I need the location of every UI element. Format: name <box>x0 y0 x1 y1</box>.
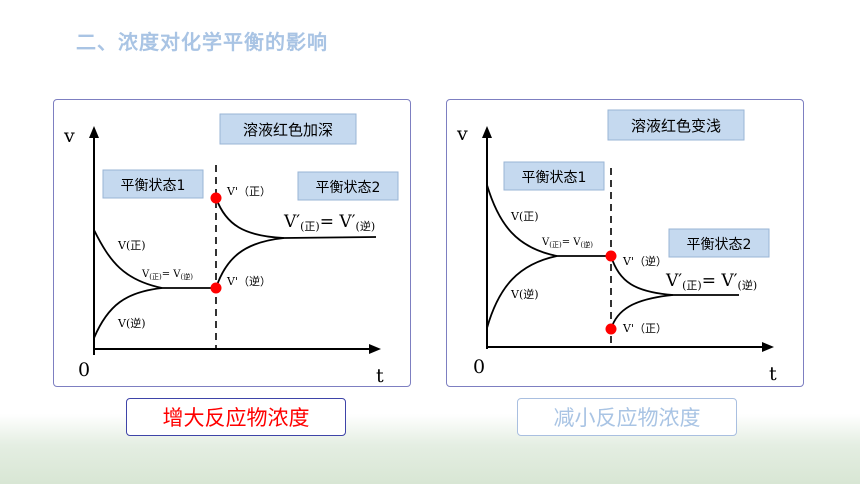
right-vprime-zheng-v: V' <box>622 322 634 335</box>
left-state1-label: 平衡状态1 <box>121 178 186 194</box>
right-eq1-sub2: (逆) <box>581 240 594 249</box>
left-axis-v-label: v <box>63 125 75 147</box>
right-eq1-label: V(正)= V(逆) <box>541 237 593 249</box>
right-x-axis-arrow <box>762 342 774 352</box>
left-v-ni-v: V <box>117 317 127 330</box>
right-v-ni-label: V(逆) <box>510 287 539 301</box>
left-state2-label: 平衡状态2 <box>316 180 381 196</box>
right-eq2-sub1: (正) <box>682 279 702 292</box>
left-v-ni-sub: (逆) <box>126 316 146 330</box>
right-new-reverse-rate-curve <box>610 255 674 296</box>
left-new-reverse-rate-curve <box>215 237 285 289</box>
right-vprime-zheng-sub: （正） <box>634 322 667 335</box>
right-state1-label: 平衡状态1 <box>522 170 587 186</box>
right-v-zheng-label: V(正) <box>510 210 539 223</box>
left-eq1-eq: = <box>162 269 170 280</box>
left-eq2-sub1: (正) <box>300 220 320 233</box>
left-eq1-sub1: (正) <box>149 273 162 281</box>
left-new-forward-rate-curve <box>215 197 285 239</box>
right-axis-v-label: v <box>456 123 468 145</box>
right-eq2-v2: V′ <box>720 271 737 291</box>
right-red-dot-forward <box>605 323 617 335</box>
left-vprime-ni-sub: （逆） <box>238 274 271 288</box>
right-reverse-rate-curve <box>486 255 558 329</box>
left-eq1-v1: V <box>141 269 150 280</box>
right-vt-diagram: v t 0 溶液红色变浅 平衡状态1 平衡状态2 V(正) V(逆) <box>456 109 777 385</box>
left-origin-label: 0 <box>78 359 90 381</box>
left-v-zheng-v: V <box>117 239 127 252</box>
right-vprime-zheng-label: V'（正） <box>622 322 667 335</box>
right-eq2-eq: = <box>702 271 716 291</box>
right-red-dot-reverse <box>605 250 617 262</box>
left-eq1-label: V(正)= V(逆) <box>141 269 193 281</box>
left-eq2-sub2: (逆) <box>356 219 376 233</box>
left-eq2-eq: = <box>320 212 334 232</box>
right-eq1-eq: = <box>562 237 570 248</box>
left-vprime-ni-label: V'（逆） <box>226 274 271 288</box>
left-panel: v t 0 溶液红色加深 平衡状态1 平衡状态2 V(正) V(逆) <box>53 99 411 387</box>
right-eq2-label: V′(正)= V′(逆) <box>665 271 757 292</box>
right-y-axis-arrow <box>482 126 492 138</box>
left-x-axis-arrow <box>369 344 381 354</box>
left-vprime-zheng-sub: （正） <box>238 185 271 198</box>
right-v-ni-sub: (逆) <box>519 287 539 301</box>
right-v-zheng-v: V <box>510 210 520 223</box>
left-vprime-ni-v: V' <box>226 275 238 288</box>
left-v-zheng-label: V(正) <box>117 239 146 252</box>
left-vt-diagram: v t 0 溶液红色加深 平衡状态1 平衡状态2 V(正) V(逆) <box>63 113 399 387</box>
left-red-dot-reverse <box>210 282 222 294</box>
right-axis-t-label: t <box>769 363 777 385</box>
right-v-ni-v: V <box>510 288 520 301</box>
right-forward-rate-curve <box>486 184 558 257</box>
right-vprime-ni-v: V' <box>622 255 634 268</box>
left-vprime-zheng-label: V'（正） <box>226 185 271 198</box>
right-eq1-sub1: (正) <box>549 241 562 249</box>
left-eq1-sub2: (逆) <box>181 272 194 281</box>
right-eq2-sub2: (逆) <box>738 278 758 292</box>
left-v-zheng-sub: (正) <box>126 239 146 252</box>
caption-decrease-reactant: 减小反应物浓度 <box>517 398 737 436</box>
left-state1-bg <box>102 169 204 199</box>
left-v-ni-label: V(逆) <box>117 316 146 330</box>
right-vprime-ni-label: V'（逆） <box>622 254 667 268</box>
left-reverse-rate-curve <box>93 287 163 339</box>
left-y-axis-arrow <box>89 126 99 138</box>
left-eq2-v1: V′ <box>283 212 300 232</box>
left-axis-t-label: t <box>376 365 384 387</box>
right-panel: v t 0 溶液红色变浅 平衡状态1 平衡状态2 V(正) V(逆) <box>446 99 804 387</box>
left-forward-rate-curve <box>93 229 163 289</box>
left-red-dot-forward <box>210 192 222 204</box>
right-v-zheng-sub: (正) <box>519 210 539 223</box>
left-box-label-bg <box>219 113 357 145</box>
right-origin-label: 0 <box>473 356 485 378</box>
right-eq2-v1: V′ <box>665 271 682 291</box>
left-eq1-v2: V <box>172 269 181 280</box>
right-vprime-ni-sub: （逆） <box>634 254 667 268</box>
right-eq1-v1: V <box>541 237 550 248</box>
left-eq2-v2: V′ <box>338 212 355 232</box>
left-box-label: 溶液红色加深 <box>243 121 333 139</box>
caption-increase-reactant: 增大反应物浓度 <box>126 398 346 436</box>
right-state1-bg <box>503 161 605 191</box>
left-equilibrium2-line <box>283 236 377 239</box>
right-box-label: 溶液红色变浅 <box>631 117 721 135</box>
right-box-label-bg <box>607 109 745 141</box>
right-state2-bg <box>668 228 770 258</box>
right-state2-label: 平衡状态2 <box>687 237 752 253</box>
left-vprime-zheng-v: V' <box>226 185 238 198</box>
left-eq2-label: V′(正)= V′(逆) <box>283 212 375 233</box>
right-eq1-v2: V <box>572 237 581 248</box>
page-title: 二、浓度对化学平衡的影响 <box>76 30 328 54</box>
left-state2-bg <box>297 171 399 201</box>
